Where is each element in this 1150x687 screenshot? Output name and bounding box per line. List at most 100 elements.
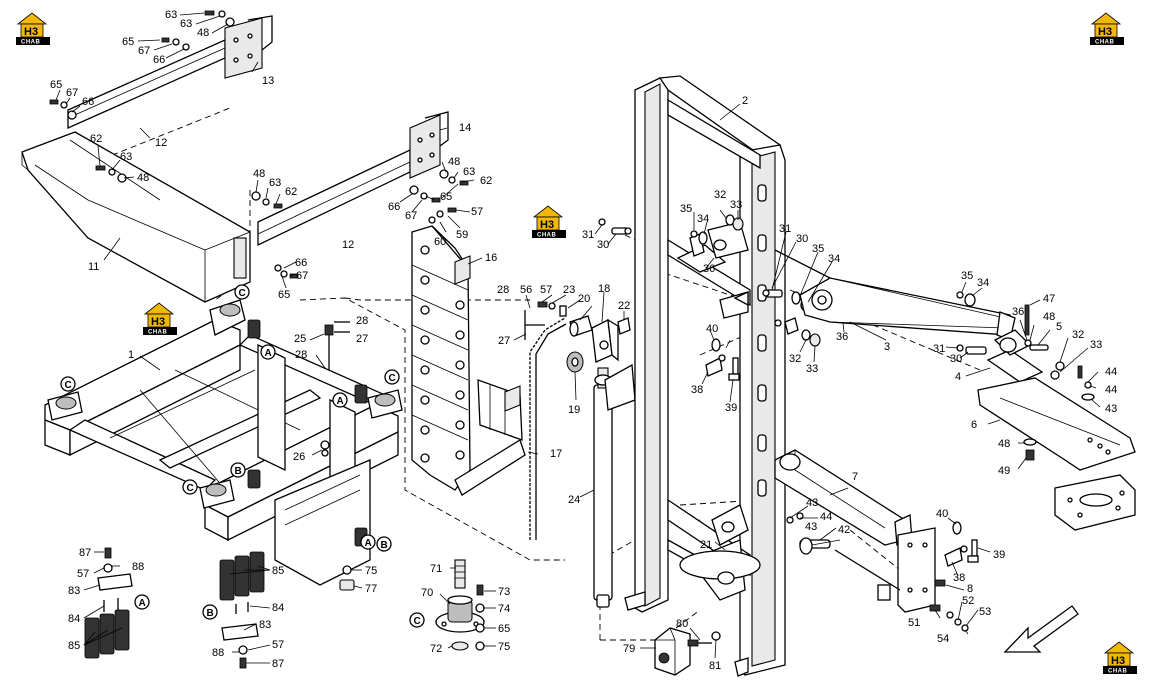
part-label: 67 [296, 270, 308, 282]
part-label: 85 [272, 565, 284, 577]
part-label: 77 [365, 583, 377, 595]
part-label: 84 [272, 602, 284, 614]
part-label: 88 [212, 647, 224, 659]
part-label: 73 [498, 586, 510, 598]
part-label: 32 [1072, 329, 1084, 341]
part-label: 6 [971, 419, 977, 431]
part-label: 66 [82, 96, 94, 108]
part-label: 28 [356, 315, 368, 327]
part-label: 88 [132, 561, 144, 573]
part-label: 62 [285, 186, 297, 198]
logo-subtext: CHAB [1095, 40, 1114, 46]
part-label: 59 [456, 229, 468, 241]
part-label: 67 [138, 45, 150, 57]
logo-subtext: CHAB [1108, 669, 1127, 675]
callout-B: B [202, 604, 218, 620]
part-label: 23 [563, 284, 575, 296]
callout-C: C [182, 479, 198, 495]
part-label: 28 [497, 284, 509, 296]
part-label: 30 [796, 233, 808, 245]
part-label: 43 [806, 497, 818, 509]
callout-B: B [376, 536, 392, 552]
part-label: 42 [838, 524, 850, 536]
part-label: 62 [480, 175, 492, 187]
svg-text:B: B [235, 466, 242, 477]
part-label: 70 [421, 587, 433, 599]
part-label: 3 [884, 341, 890, 353]
svg-text:C: C [239, 288, 246, 299]
part-label: 65 [50, 79, 62, 91]
logo-badge: H3 CHAB [1103, 641, 1137, 675]
part-label: 30 [597, 239, 609, 251]
part-label: 30 [950, 353, 962, 365]
logo-text: H3 [24, 26, 38, 38]
part-label: 52 [962, 595, 974, 607]
svg-text:A: A [365, 538, 372, 549]
part-label: 71 [430, 563, 442, 575]
part-label: 40 [706, 323, 718, 335]
callout-A: A [134, 594, 150, 610]
part-label: 33 [806, 363, 818, 375]
part-label: 34 [697, 213, 709, 225]
part-label: 34 [828, 253, 840, 265]
logo-text: H3 [540, 219, 554, 231]
part-label: 48 [1043, 311, 1055, 323]
part-number-labels: 63 63 48 65 67 66 13 65 67 66 12 62 63 4… [50, 9, 1117, 672]
pad-assemblies [84, 321, 355, 669]
part-label: 57 [272, 639, 284, 651]
callout-C: C [60, 376, 76, 392]
part-label: 66 [388, 201, 400, 213]
svg-text:C: C [414, 616, 421, 627]
part-label: 48 [137, 172, 149, 184]
part-label: 27 [356, 333, 368, 345]
part-label: 65 [440, 191, 452, 203]
part-label: 24 [568, 494, 580, 506]
part-label: 36 [703, 263, 715, 275]
leader-lines [55, 12, 1101, 664]
part-label: 36 [1012, 306, 1024, 318]
part-label: 43 [1105, 403, 1117, 415]
part-label: 38 [953, 572, 965, 584]
svg-text:C: C [65, 380, 72, 391]
part-label: 22 [618, 300, 630, 312]
cable-carrier [411, 225, 526, 496]
part-label: 35 [812, 243, 824, 255]
part-label: 87 [79, 547, 91, 559]
part-label: 66 [153, 54, 165, 66]
logo-badge: H3 CHAB [1090, 12, 1124, 46]
callout-A: A [360, 534, 376, 550]
part-label: 75 [365, 565, 377, 577]
part-label: 13 [262, 75, 274, 87]
part-label: 18 [598, 283, 610, 295]
part-label: 25 [294, 333, 306, 345]
part-label: 60 [434, 236, 446, 248]
part-label: 16 [485, 252, 497, 264]
part-label: 54 [937, 633, 949, 645]
part-label: 48 [253, 168, 265, 180]
part-label: 35 [680, 203, 692, 215]
svg-text:B: B [207, 608, 214, 619]
logo-text: H3 [1098, 26, 1112, 38]
part-label: 47 [1043, 293, 1055, 305]
logo-subtext: CHAB [537, 233, 556, 239]
part-label: 74 [498, 603, 510, 615]
svg-text:A: A [265, 348, 272, 359]
part-label: 80 [676, 618, 688, 630]
part-label: 57 [77, 568, 89, 580]
part-label: 63 [269, 177, 281, 189]
part-label: 67 [66, 87, 78, 99]
callout-A: A [332, 392, 348, 408]
part-label: 63 [120, 151, 132, 163]
logo-subtext: CHAB [21, 40, 40, 46]
right-fasteners [705, 338, 979, 632]
part-label: 31 [779, 223, 791, 235]
connector-box [654, 627, 721, 676]
lift-cylinder [593, 363, 636, 608]
part-label: 5 [1056, 321, 1062, 333]
part-label: 39 [993, 549, 1005, 561]
part-label: 38 [691, 384, 703, 396]
part-label: 1 [128, 349, 134, 361]
part-label: 72 [430, 643, 442, 655]
